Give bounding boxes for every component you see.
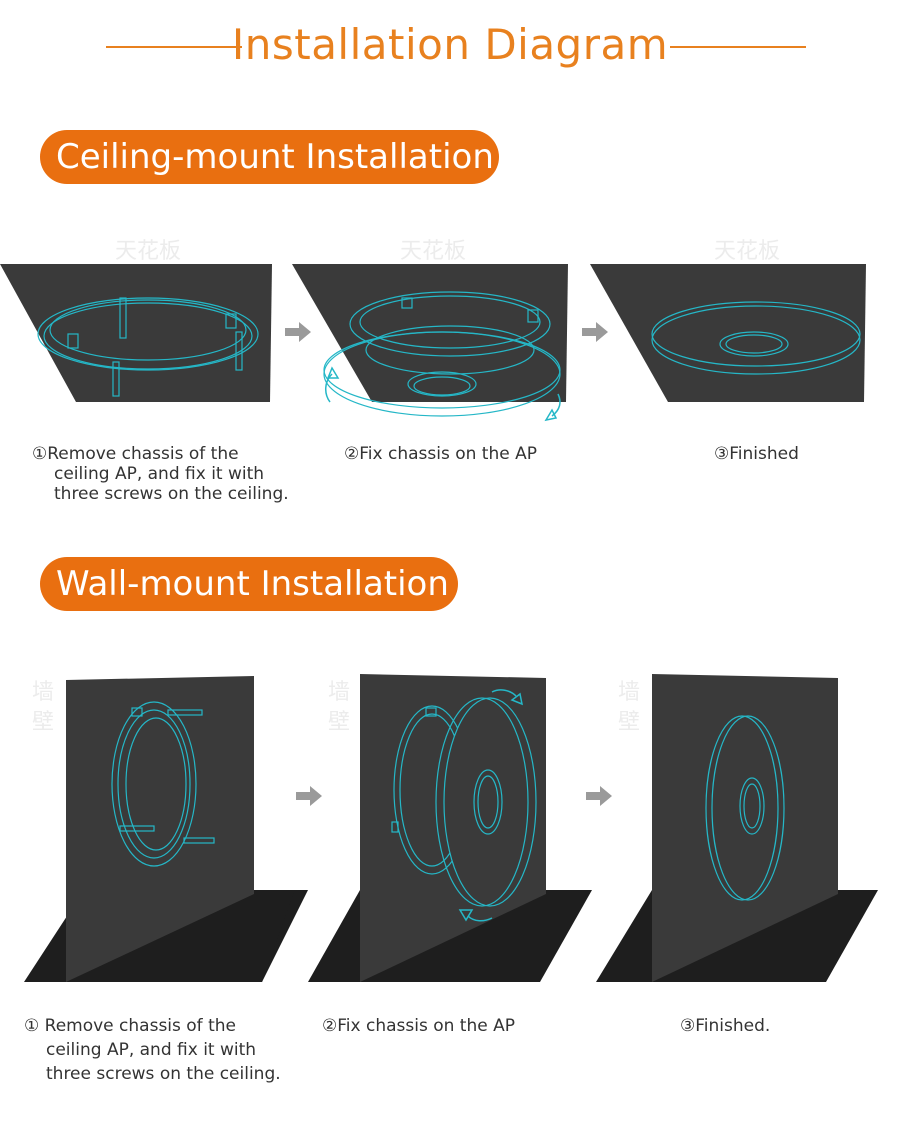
wall-watermark-1: 墙壁 [32,680,55,735]
ceiling-step3-illustration [590,264,866,402]
wall-step2-illustration [308,674,592,982]
ceiling-step2-illustration [292,264,568,417]
ceiling-step1-line3: three screws on the ceiling. [54,484,289,504]
wall-step3-caption: ③Finished. [680,1014,770,1038]
right-arrow-icon [586,786,612,806]
title-right-rule [670,46,806,48]
page-title: Installation Diagram [231,20,669,69]
wall-step2-line1: Fix chassis on the AP [337,1016,515,1036]
ceiling-step2-number: ② [344,444,360,464]
wall-step1-number: ① [24,1016,40,1036]
wall-step2-number: ② [322,1016,338,1036]
wall-step1-line3: three screws on the ceiling. [46,1064,281,1084]
ceiling-step1-illustration [0,264,272,402]
ceiling-section-heading: Ceiling-mount Installation [40,130,499,184]
wall-step1-illustration [24,676,308,982]
right-arrow-icon [285,322,311,342]
wall-section-heading: Wall-mount Installation [40,557,458,611]
wall-step3-line1: Finished. [695,1016,771,1036]
ceiling-step3-number: ③ [714,444,730,464]
wall-watermark-2: 墙壁 [328,680,351,735]
ceiling-step3-line1: Finished [729,444,799,464]
right-arrow-icon [582,322,608,342]
ceiling-step3-caption: ③Finished [714,444,799,464]
ceiling-step1-line1: Remove chassis of the [47,444,239,464]
ceiling-step1-number: ① [32,444,48,464]
ceiling-step1-caption: ①Remove chassis of the ceiling AP, and f… [32,444,289,504]
rotate-arrow-icon [458,909,493,922]
ceiling-step2-line1: Fix chassis on the AP [359,444,537,464]
ceiling-watermark-3: 天花板 [714,239,781,264]
wall-step3-illustration [596,674,878,982]
wall-step1-caption: ① Remove chassis of the ceiling AP, and … [24,1014,281,1086]
rotate-arrow-icon [325,366,340,403]
rotate-arrow-icon [544,393,561,422]
wall-step2-caption: ②Fix chassis on the AP [322,1014,515,1038]
ceiling-watermark-1: 天花板 [115,239,182,264]
title-left-rule [106,46,242,48]
wall-step3-number: ③ [680,1016,696,1036]
wall-step1-line2: ceiling AP, and fix it with [46,1040,257,1060]
ceiling-step1-line2: ceiling AP, and fix it with [54,464,265,484]
right-arrow-icon [296,786,322,806]
wall-watermark-3: 墙壁 [618,680,641,735]
rotate-arrow-icon [491,689,524,706]
ceiling-step2-caption: ②Fix chassis on the AP [344,444,537,464]
wall-step1-line1: Remove chassis of the [44,1016,236,1036]
ceiling-watermark-2: 天花板 [400,239,467,264]
